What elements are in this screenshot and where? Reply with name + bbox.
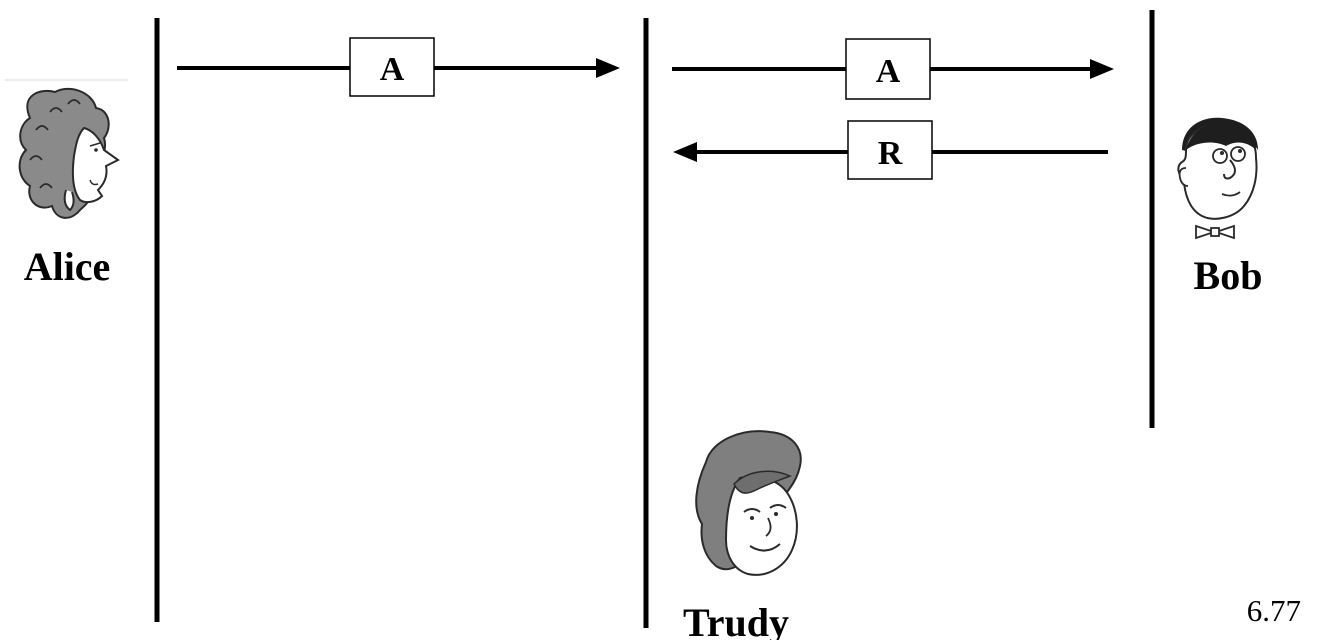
bob-face-icon [1177,117,1258,240]
message-bob-to-trudy: R [673,120,1108,180]
trudy-face-icon [695,430,802,576]
message-label-box [845,38,931,100]
trudy-name-label: Trudy [683,600,789,640]
alice-face-icon [5,79,128,219]
message-label-box [349,37,435,97]
arrow-left-icon [673,142,697,162]
message-label: A [380,51,405,88]
alice-name-label: Alice [24,244,111,289]
message-trudy-to-bob: A [672,38,1114,100]
message-label: A [876,53,901,90]
arrow-right-icon [596,58,620,78]
page-number: 6.77 [1247,593,1301,628]
message-alice-to-trudy: A [177,37,620,97]
bob-name-label: Bob [1194,253,1263,298]
arrow-right-icon [1090,59,1114,79]
message-label-box [847,120,933,180]
message-label: R [878,135,903,172]
